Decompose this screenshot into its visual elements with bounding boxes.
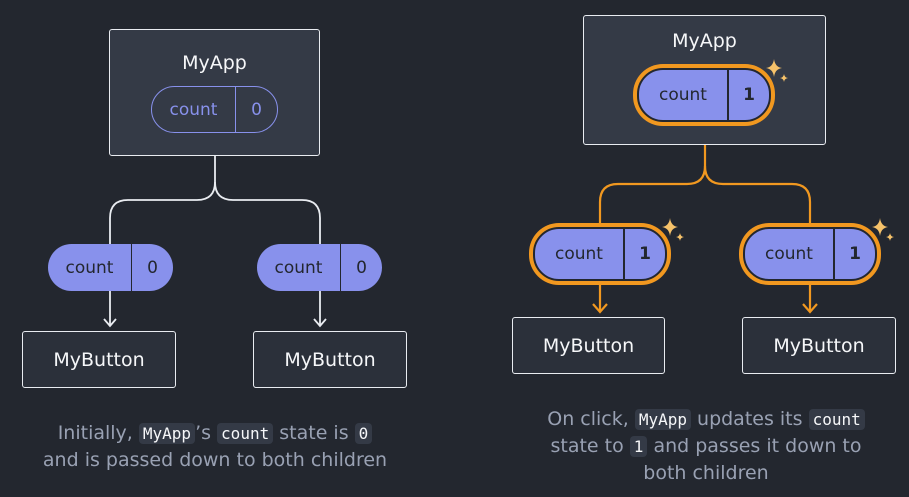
- child-prop-count: count 0: [257, 244, 382, 291]
- component-title: MyApp: [182, 52, 247, 74]
- prop-key: count: [555, 244, 603, 264]
- component-title: MyButton: [53, 348, 145, 371]
- inline-code: MyApp: [138, 423, 196, 444]
- inline-code: 1: [629, 436, 648, 457]
- initial-state-panel: MyApp count 0 count 0 count 0 MyButton M…: [0, 0, 450, 497]
- inline-code: count: [217, 423, 274, 444]
- myapp-component: MyApp: [109, 29, 320, 156]
- mybutton-component: MyButton: [742, 317, 896, 374]
- right-tree-connectors: [592, 145, 818, 314]
- child-prop-count: count 0: [48, 244, 173, 291]
- prop-key: count: [65, 257, 114, 278]
- child-prop-count-updated: count 1: [533, 227, 667, 281]
- inline-code: count: [808, 409, 865, 430]
- state-key: count: [169, 99, 218, 120]
- component-title: MyButton: [284, 348, 376, 371]
- prop-key: count: [765, 244, 813, 264]
- app-state-count: count 0: [151, 86, 278, 133]
- prop-value: 1: [833, 229, 875, 279]
- mybutton-component: MyButton: [512, 317, 665, 374]
- component-title: MyApp: [672, 30, 737, 52]
- on-click-state-panel: MyApp count 1 count 1 count 1 MyButton M…: [450, 0, 909, 497]
- inline-code: 0: [354, 423, 373, 444]
- mybutton-component: MyButton: [22, 331, 176, 388]
- component-title: MyButton: [542, 334, 635, 357]
- component-title: MyButton: [773, 334, 865, 357]
- app-state-count-updated: count 1: [637, 68, 771, 122]
- prop-key: count: [274, 257, 323, 278]
- mybutton-component: MyButton: [253, 331, 407, 388]
- state-key: count: [659, 85, 707, 105]
- state-value: 1: [727, 70, 769, 120]
- left-tree-connectors: [103, 156, 327, 328]
- sparkle-icon: [872, 218, 894, 241]
- prop-value: 0: [131, 244, 173, 291]
- inline-code: MyApp: [634, 409, 691, 430]
- left-caption: Initially, MyApp’s count state is 0 and …: [42, 422, 388, 471]
- state-value: 0: [235, 87, 277, 132]
- sparkle-icon: [662, 218, 684, 241]
- sparkle-icon: [766, 59, 788, 82]
- child-prop-count-updated: count 1: [743, 227, 877, 281]
- prop-value: 0: [340, 244, 382, 291]
- prop-value: 1: [623, 229, 665, 279]
- right-caption: On click, MyApp updates its count state …: [496, 406, 909, 486]
